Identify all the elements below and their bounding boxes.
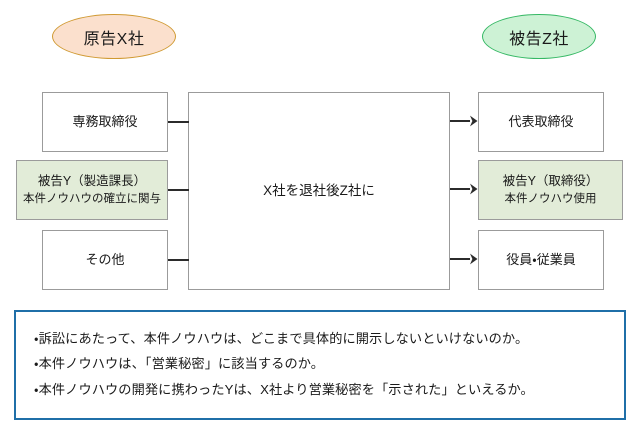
node-box-right-officers-employees: 役員・従業員 xyxy=(478,230,604,290)
connector-line-left-3 xyxy=(168,259,189,261)
party-ellipse-defendant: 被告Z社 xyxy=(482,14,596,59)
issue-item: ・本件ノウハウは、「営業秘密」に該当するのか。 xyxy=(34,356,325,372)
arrow-right-icon-1 xyxy=(450,115,478,127)
node-box-left-senior-director: 専務取締役 xyxy=(42,92,168,152)
party-ellipse-plaintiff: 原告X社 xyxy=(52,14,176,59)
connector-line-left-1 xyxy=(168,121,189,123)
node-box-left-defendant-y: 被告Y（製造課長） 本件ノウハウの確立に関与 xyxy=(16,160,168,220)
node-label-secondary: 本件ノウハウ使用 xyxy=(504,192,597,205)
node-label-secondary: 本件ノウハウの確立に関与 xyxy=(23,192,161,205)
party-label-plaintiff: 原告X社 xyxy=(83,30,145,48)
node-label-primary: 役員・従業員 xyxy=(506,251,576,267)
connector-line-left-2 xyxy=(168,189,189,191)
node-box-right-defendant-y: 被告Y（取締役） 本件ノウハウ使用 xyxy=(478,160,623,220)
node-label-primary: 被告Y（取締役） xyxy=(502,173,599,188)
node-box-center-transition: X社を退社後Z社に xyxy=(188,92,450,290)
issue-item: ・本件ノウハウの開発に携わったYは、X社より営業秘密を「示された」といえるか。 xyxy=(34,381,534,397)
arrow-right-icon-3 xyxy=(450,253,478,265)
party-label-defendant: 被告Z社 xyxy=(509,30,569,48)
node-label-primary: その他 xyxy=(85,251,125,267)
arrow-right-icon-2 xyxy=(450,183,478,195)
node-box-right-representative-director: 代表取締役 xyxy=(478,92,604,152)
node-label-primary: 専務取締役 xyxy=(72,113,138,129)
node-label-primary: 代表取締役 xyxy=(508,113,574,129)
issue-item: ・訴訟にあたって、本件ノウハウは、どこまで具体的に開示しないといけないのか。 xyxy=(34,331,529,346)
node-label-primary: 被告Y（製造課長） xyxy=(37,173,147,188)
node-box-left-others: その他 xyxy=(42,230,168,290)
issues-panel: ・訴訟にあたって、本件ノウハウは、どこまで具体的に開示しないといけないのか。 ・… xyxy=(14,310,626,420)
node-label-primary: X社を退社後Z社に xyxy=(263,183,375,199)
